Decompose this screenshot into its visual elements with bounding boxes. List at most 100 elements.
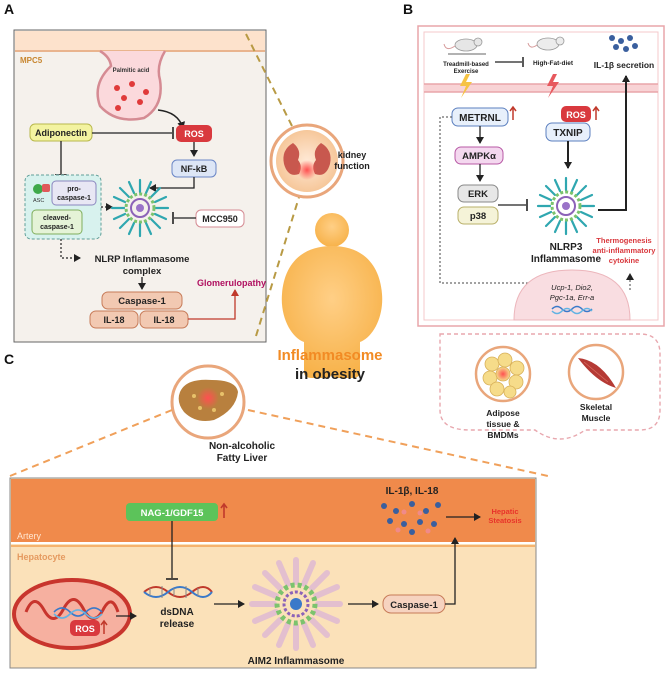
liver-line2: Fatty Liver bbox=[217, 453, 268, 464]
panel-b: B Treadmill-based Exercise High-Fat-diet… bbox=[403, 1, 665, 440]
pro-caspase-box bbox=[51, 180, 97, 206]
connector-c-right bbox=[247, 409, 549, 477]
ampk-box bbox=[454, 146, 504, 165]
cytokine-dots-c bbox=[381, 501, 441, 535]
txnip-label: TXNIP bbox=[553, 128, 583, 139]
ros-badge-c bbox=[70, 620, 100, 636]
obese-person-icon bbox=[281, 213, 383, 378]
nlrp3-inflammasome-icon bbox=[536, 176, 596, 236]
dsdna-line2: release bbox=[160, 619, 195, 630]
il18-label-b: IL-18 bbox=[153, 315, 174, 325]
metrnl-label: METRNL bbox=[459, 113, 501, 124]
artery-band bbox=[11, 479, 535, 543]
adipose-line3: BMDMs bbox=[487, 430, 518, 440]
dna-icon-b bbox=[551, 305, 593, 313]
kidney-icon bbox=[269, 123, 345, 199]
adipose-line2: tissue & bbox=[486, 419, 519, 429]
il1b-il18-label: IL-1β, IL-18 bbox=[386, 486, 439, 497]
pro-caspase-line2: caspase-1 bbox=[57, 195, 91, 202]
arrow-nfkb-complex bbox=[149, 177, 195, 192]
lightning-icon-hfd bbox=[547, 74, 559, 98]
ros-badge-a bbox=[176, 125, 212, 142]
il18-box-a bbox=[89, 310, 139, 329]
p38-box bbox=[457, 206, 499, 225]
hfd-label: High-Fat-diet bbox=[533, 60, 574, 67]
adipose-tissue-icon bbox=[474, 345, 532, 403]
panel-a: A MPC5 Palmitic acid Adiponectin ROS NF-… bbox=[4, 1, 267, 343]
aim2-inflammasome-icon bbox=[249, 557, 343, 651]
mito-dna-icon bbox=[53, 607, 103, 619]
panel-b-letter: B bbox=[403, 1, 413, 17]
genes-line1: Ucp-1, Dio2, bbox=[551, 283, 593, 292]
dsdna-icon bbox=[143, 586, 213, 598]
thermo-line2: anti-inflammatory bbox=[593, 246, 657, 255]
nag1-up-icon bbox=[220, 502, 228, 518]
glomerulopathy-label: Glomerulopathy bbox=[197, 278, 266, 288]
liver-line1: Non-alcoholic bbox=[209, 441, 276, 452]
muscle-line2: Muscle bbox=[582, 413, 611, 423]
thermo-line3: cytokine bbox=[609, 256, 639, 265]
dashed-metrnl-genes bbox=[439, 116, 536, 284]
nag1-badge bbox=[126, 503, 218, 521]
panel-c-letter: C bbox=[4, 351, 14, 367]
p38-label: p38 bbox=[470, 211, 486, 222]
cleaved-line2: caspase-1 bbox=[40, 224, 74, 231]
arrow-caspase-cytokines bbox=[445, 537, 459, 605]
asc-icon bbox=[33, 184, 43, 194]
center-title-line1: Inflammasome bbox=[277, 347, 382, 364]
cell-membrane-band bbox=[15, 31, 265, 51]
fatty-liver-icon bbox=[170, 364, 246, 440]
complex-line2: complex bbox=[123, 266, 162, 277]
center-title-line2: in obesity bbox=[295, 366, 366, 383]
connector-c-left bbox=[9, 409, 173, 477]
nucleus-shape bbox=[513, 269, 631, 321]
palmitic-acid-dots bbox=[114, 81, 149, 111]
cell-label: MPC5 bbox=[20, 56, 43, 65]
tissue-box bbox=[439, 333, 661, 440]
il1b-secretion-label: IL-1β secretion bbox=[594, 60, 654, 70]
asc-label: ASC bbox=[33, 198, 44, 204]
mcc950-label: MCC950 bbox=[202, 214, 238, 224]
connector-a-top bbox=[245, 33, 293, 127]
nlrp-inflammasome-icon-a bbox=[110, 178, 170, 238]
genes-line2: Pgc-1a, Err-a bbox=[550, 293, 594, 302]
panel-c: C Non-alcoholic Fatty Liver Artery Hepat… bbox=[4, 351, 549, 669]
kidney-line1: kidney bbox=[338, 150, 367, 160]
il1b-dots-b bbox=[609, 35, 638, 52]
metrnl-up-icon bbox=[509, 105, 517, 120]
exercise-line1: Treadmill-based bbox=[443, 62, 489, 68]
lightning-icon-exercise bbox=[460, 74, 472, 98]
panel-a-letter: A bbox=[4, 1, 14, 17]
erk-label: ERK bbox=[468, 189, 488, 200]
ros-label-a: ROS bbox=[184, 129, 204, 139]
nlrp3-line2: Inflammasome bbox=[531, 254, 601, 265]
connector-a-bottom bbox=[255, 193, 301, 337]
ros-label-c: ROS bbox=[75, 624, 95, 634]
caspase1-box-a bbox=[101, 291, 183, 310]
exercise-line2: Exercise bbox=[454, 69, 479, 75]
palmitic-acid-label: Palmitic acid bbox=[113, 68, 150, 74]
erk-box bbox=[457, 184, 499, 203]
ampk-label: AMPKα bbox=[462, 151, 496, 162]
ros-label-b: ROS bbox=[566, 110, 586, 120]
complex-line1: NLRP Inflammasome bbox=[95, 254, 190, 265]
caspase1-label-c: Caspase-1 bbox=[390, 600, 438, 611]
muscle-line1: Skeletal bbox=[580, 402, 612, 412]
steatosis-line2: Steatosis bbox=[488, 516, 521, 525]
nlrp3-line1: NLRP3 bbox=[550, 242, 583, 253]
dsdna-line1: dsDNA bbox=[160, 607, 193, 618]
aim2-label: AIM2 Inflammasome bbox=[248, 656, 345, 667]
artery-label: Artery bbox=[17, 531, 42, 541]
caspase1-label-a: Caspase-1 bbox=[118, 296, 166, 307]
nfkb-label: NF-kB bbox=[181, 164, 208, 174]
cleaved-line1: cleaved- bbox=[43, 215, 72, 222]
pro-caspase-line1: pro- bbox=[67, 186, 81, 193]
arrow-nlrp3-secretion bbox=[598, 75, 630, 211]
mouse-icon-exercise bbox=[443, 37, 486, 55]
il18-label-a: IL-18 bbox=[103, 315, 124, 325]
nag1-label: NAG-1/GDF15 bbox=[141, 508, 205, 519]
adiponectin-label: Adiponectin bbox=[35, 128, 87, 138]
ros-c-up-icon bbox=[100, 619, 108, 634]
